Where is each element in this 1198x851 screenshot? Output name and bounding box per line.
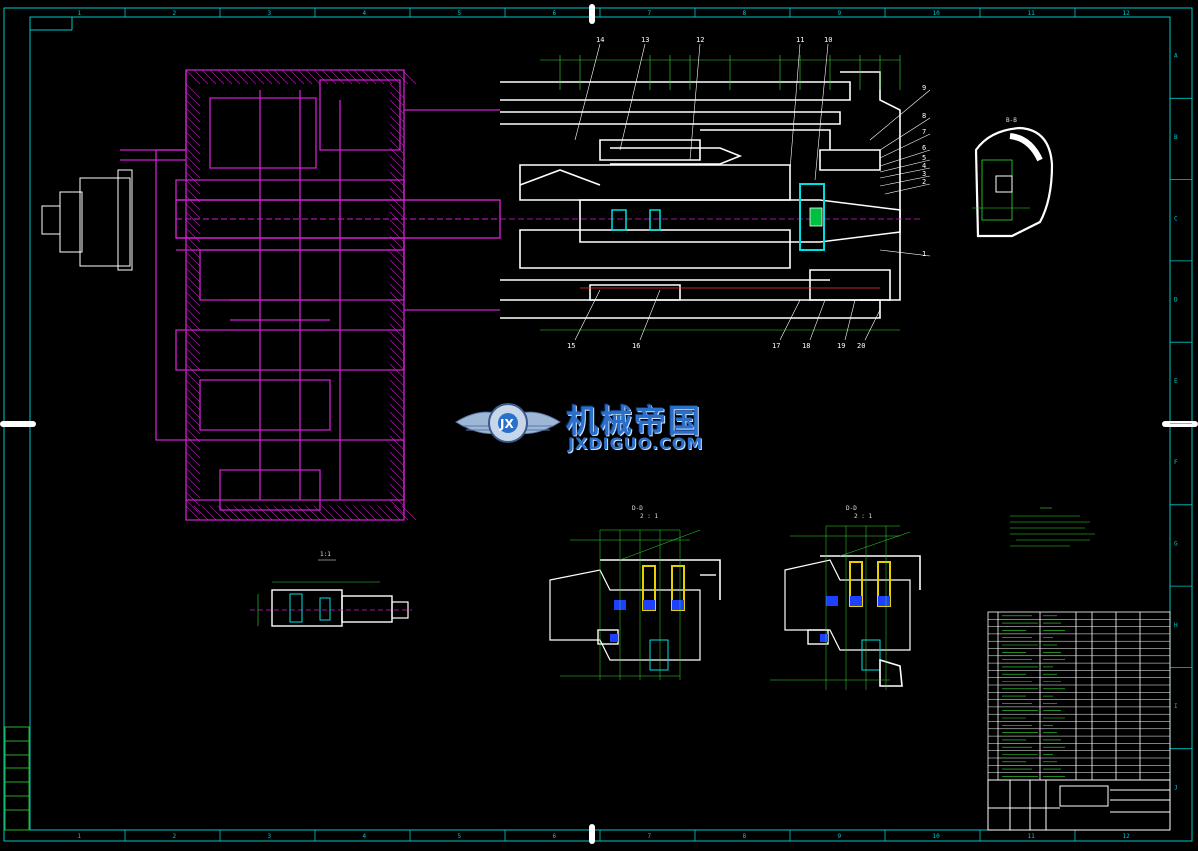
title-block bbox=[987, 779, 1171, 831]
spindle-details bbox=[500, 59, 920, 331]
callout-6: 6 bbox=[922, 144, 926, 152]
callout-8: 8 bbox=[922, 112, 926, 120]
svg-text:2 : 1: 2 : 1 bbox=[854, 513, 872, 520]
watermark-title: 机械帝国 bbox=[566, 402, 703, 440]
gearbox-assembly bbox=[120, 69, 500, 521]
parts-list-table bbox=[987, 611, 1171, 831]
grid-row-label: A bbox=[1174, 53, 1178, 60]
callout-13: 13 bbox=[641, 36, 649, 44]
grid-column-label: 7 bbox=[648, 10, 652, 17]
gearbox-hatching bbox=[185, 69, 417, 521]
grid-column-label: 8 bbox=[743, 10, 747, 17]
grid-column-label: 4 bbox=[363, 833, 367, 840]
callout-15: 15 bbox=[567, 342, 575, 350]
revision-block bbox=[4, 726, 30, 831]
grid-column-label: 9 bbox=[838, 10, 842, 17]
svg-text:D-D: D-D bbox=[632, 505, 643, 512]
grid-column-label: 5 bbox=[458, 10, 462, 17]
grid-row-label: H bbox=[1174, 622, 1178, 629]
grid-row-label: B bbox=[1174, 134, 1178, 141]
grid-column-label: 12 bbox=[1123, 833, 1131, 840]
callout-19: 19 bbox=[837, 342, 845, 350]
callout-16: 16 bbox=[632, 342, 640, 350]
centering-marks bbox=[0, 4, 1198, 844]
watermark-subtitle: JXDIGUO.COM bbox=[568, 434, 704, 453]
grid-row-label: E bbox=[1174, 378, 1178, 385]
technical-notes bbox=[1010, 507, 1095, 547]
grid-column-label: 6 bbox=[553, 10, 557, 17]
svg-text:D-D: D-D bbox=[846, 505, 857, 512]
callout-4: 4 bbox=[922, 162, 926, 170]
grid-row-label: C bbox=[1174, 215, 1178, 222]
grid-column-label: 1 bbox=[78, 10, 82, 17]
gear-wings-logo-icon: JX bbox=[455, 403, 561, 443]
grid-row-label: G bbox=[1174, 540, 1178, 547]
callout-14: 14 bbox=[596, 36, 604, 44]
callout-11: 11 bbox=[796, 36, 804, 44]
grid-row-labels: A B C D E F G H I J bbox=[1170, 53, 1192, 791]
grid-column-label: 2 bbox=[173, 833, 177, 840]
grid-column-label: 10 bbox=[933, 10, 941, 17]
grid-column-label: 12 bbox=[1123, 10, 1131, 17]
callout-18: 18 bbox=[802, 342, 810, 350]
grid-column-label: 3 bbox=[268, 10, 272, 17]
grid-column-label: 1 bbox=[78, 833, 82, 840]
callout-numbers-bottom: 15 16 17 18 19 20 bbox=[567, 342, 865, 350]
svg-text:JX: JX bbox=[499, 417, 514, 431]
svg-text:B-B: B-B bbox=[1006, 117, 1017, 124]
grid-row-label: I bbox=[1174, 703, 1178, 710]
callout-2: 2 bbox=[922, 178, 926, 186]
callout-leaders bbox=[574, 43, 931, 341]
grid-column-label: 5 bbox=[458, 833, 462, 840]
spindle-housing bbox=[500, 71, 901, 319]
callout-numbers-top: 14 13 12 11 10 bbox=[596, 36, 832, 44]
callout-3: 3 bbox=[922, 170, 926, 178]
parts-list-entries bbox=[1002, 615, 1065, 777]
grid-row-label: F bbox=[1174, 459, 1178, 466]
callout-20: 20 bbox=[857, 342, 865, 350]
callout-9: 9 bbox=[922, 84, 926, 92]
callout-7: 7 bbox=[922, 128, 926, 136]
grid-column-label: 3 bbox=[268, 833, 272, 840]
grid-row-label: D bbox=[1174, 297, 1178, 304]
callout-1: 1 bbox=[922, 250, 926, 258]
grid-column-label: 10 bbox=[933, 833, 941, 840]
callout-17: 17 bbox=[772, 342, 780, 350]
grid-column-label: 4 bbox=[363, 10, 367, 17]
callout-10: 10 bbox=[824, 36, 832, 44]
detail-view-shaft: 1:1 bbox=[250, 551, 412, 627]
grid-column-label: 8 bbox=[743, 833, 747, 840]
section-view-d-d-right: D-D 2 : 1 bbox=[770, 505, 921, 690]
callout-12: 12 bbox=[696, 36, 704, 44]
svg-text:1:1: 1:1 bbox=[320, 551, 331, 558]
grid-column-label: 11 bbox=[1028, 833, 1036, 840]
section-view-b-b: B-B bbox=[972, 117, 1054, 238]
grid-row-label: J bbox=[1174, 784, 1178, 791]
svg-text:2 : 1: 2 : 1 bbox=[640, 513, 658, 520]
grid-column-label: 2 bbox=[173, 10, 177, 17]
grid-column-label: 9 bbox=[838, 833, 842, 840]
grid-column-label: 6 bbox=[553, 833, 557, 840]
dimension-lines-top bbox=[559, 55, 901, 90]
grid-column-label: 11 bbox=[1028, 10, 1036, 17]
callout-5: 5 bbox=[922, 154, 926, 162]
callout-numbers-right: 9 8 7 6 5 4 3 2 1 bbox=[922, 84, 926, 258]
main-spindle-shaft bbox=[41, 169, 501, 271]
section-view-d-d-left: D-D 2 : 1 bbox=[549, 505, 721, 680]
grid-column-label: 7 bbox=[648, 833, 652, 840]
